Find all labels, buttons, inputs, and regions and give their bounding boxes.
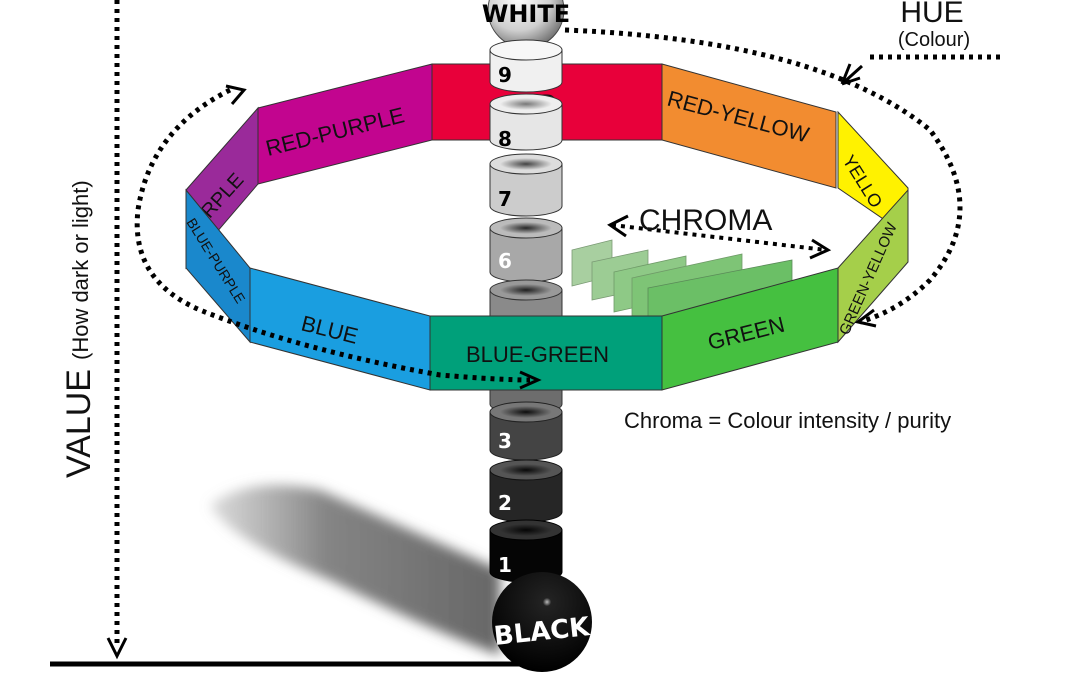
hue-arrowhead-right-icon <box>840 63 864 86</box>
svg-text:1: 1 <box>498 553 512 577</box>
value-disc-1: 1 <box>489 519 563 583</box>
hue-arrow-path <box>564 27 1000 325</box>
hue-arrowhead-top-icon <box>225 84 247 105</box>
hue-label-blue-green: BLUE-GREEN <box>466 342 609 367</box>
black-sphere <box>492 572 592 672</box>
value-disc-7: 7 <box>489 153 563 217</box>
hue-subtitle: (Colour) <box>898 29 970 51</box>
svg-text:3: 3 <box>498 429 512 453</box>
chroma-label: CHROMA <box>639 204 772 237</box>
svg-text:9: 9 <box>498 63 512 87</box>
svg-text:6: 6 <box>498 249 512 273</box>
value-disc-2: 2 <box>489 459 563 523</box>
svg-text:2: 2 <box>498 491 512 515</box>
value-axis-label: VALUE <box>60 369 98 478</box>
hue-title: HUE <box>900 0 963 29</box>
cast-shadow <box>210 485 500 655</box>
hue-arrowhead-bottom-icon <box>854 308 877 328</box>
hue-arrowhead-blue-green-icon <box>519 370 542 390</box>
chroma-definition: Chroma = Colour intensity / purity <box>624 408 951 433</box>
value-axis-arrowhead-icon <box>106 637 128 660</box>
svg-text:7: 7 <box>498 187 512 211</box>
chroma-arrowhead-left-icon <box>607 214 629 238</box>
value-disc-9: 9 <box>489 39 563 93</box>
white-label: WHITE <box>482 0 570 28</box>
svg-text:8: 8 <box>498 127 512 151</box>
hue-panel-green-yellow <box>837 188 909 344</box>
value-axis-subtitle: (How dark or light) <box>68 180 93 360</box>
chroma-arrowhead-right-icon <box>809 238 832 260</box>
value-disc-8: 8 <box>489 93 563 151</box>
value-disc-6: 6 <box>489 217 563 283</box>
hue-panel-red-yellow <box>661 63 837 189</box>
hue-arrow-path-left <box>134 87 531 383</box>
value-disc-3: 3 <box>489 401 563 461</box>
